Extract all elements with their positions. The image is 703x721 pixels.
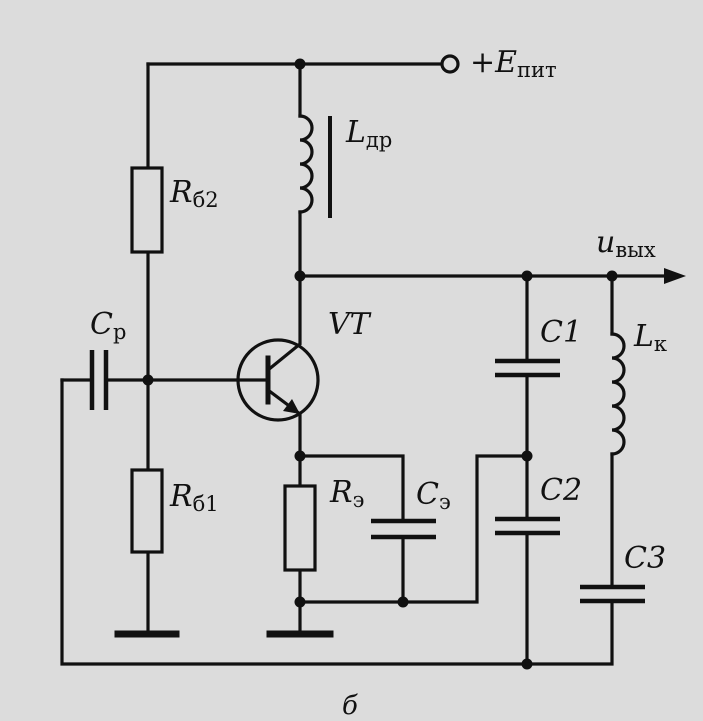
lk-wire (525, 274, 614, 666)
cp-label: Cр (90, 307, 127, 344)
junction-dot (294, 596, 306, 608)
junction-dot (521, 450, 533, 462)
transistor-label: VT (328, 307, 370, 342)
rb2-label: Rб2 (170, 175, 219, 212)
choke-label: Lдр (346, 115, 393, 152)
capacitor-ce (371, 518, 436, 540)
feedback-wire (60, 378, 529, 666)
capacitor-c1 (495, 358, 560, 378)
capacitor-cp (89, 350, 109, 410)
capacitor-c3 (580, 584, 645, 604)
emitter-arrow-icon (283, 399, 300, 414)
c2-label: C2 (540, 473, 583, 508)
supply-terminal (440, 54, 460, 74)
rb1-label: Rб1 (170, 479, 219, 516)
resistor-re (283, 484, 317, 572)
resistor-rb1 (130, 468, 164, 554)
lk-label: Lк (634, 319, 668, 356)
output-label: uвых (596, 225, 656, 262)
caption-label: б (342, 691, 358, 721)
supply-label: +Eпит (470, 45, 557, 82)
inductor-ldr (298, 114, 314, 214)
capacitor-c2 (495, 516, 560, 536)
inductor-lk (610, 332, 626, 456)
re-label: Rэ (330, 475, 365, 512)
collector-lead (265, 274, 302, 373)
emitter-lead (265, 387, 302, 458)
c1-label: C1 (540, 315, 583, 350)
output-arrow-icon (664, 268, 686, 284)
junction-dot (397, 596, 409, 608)
resistor-rb2 (130, 166, 164, 254)
c3-label: C3 (624, 541, 667, 576)
ce-label: Cэ (416, 477, 451, 514)
